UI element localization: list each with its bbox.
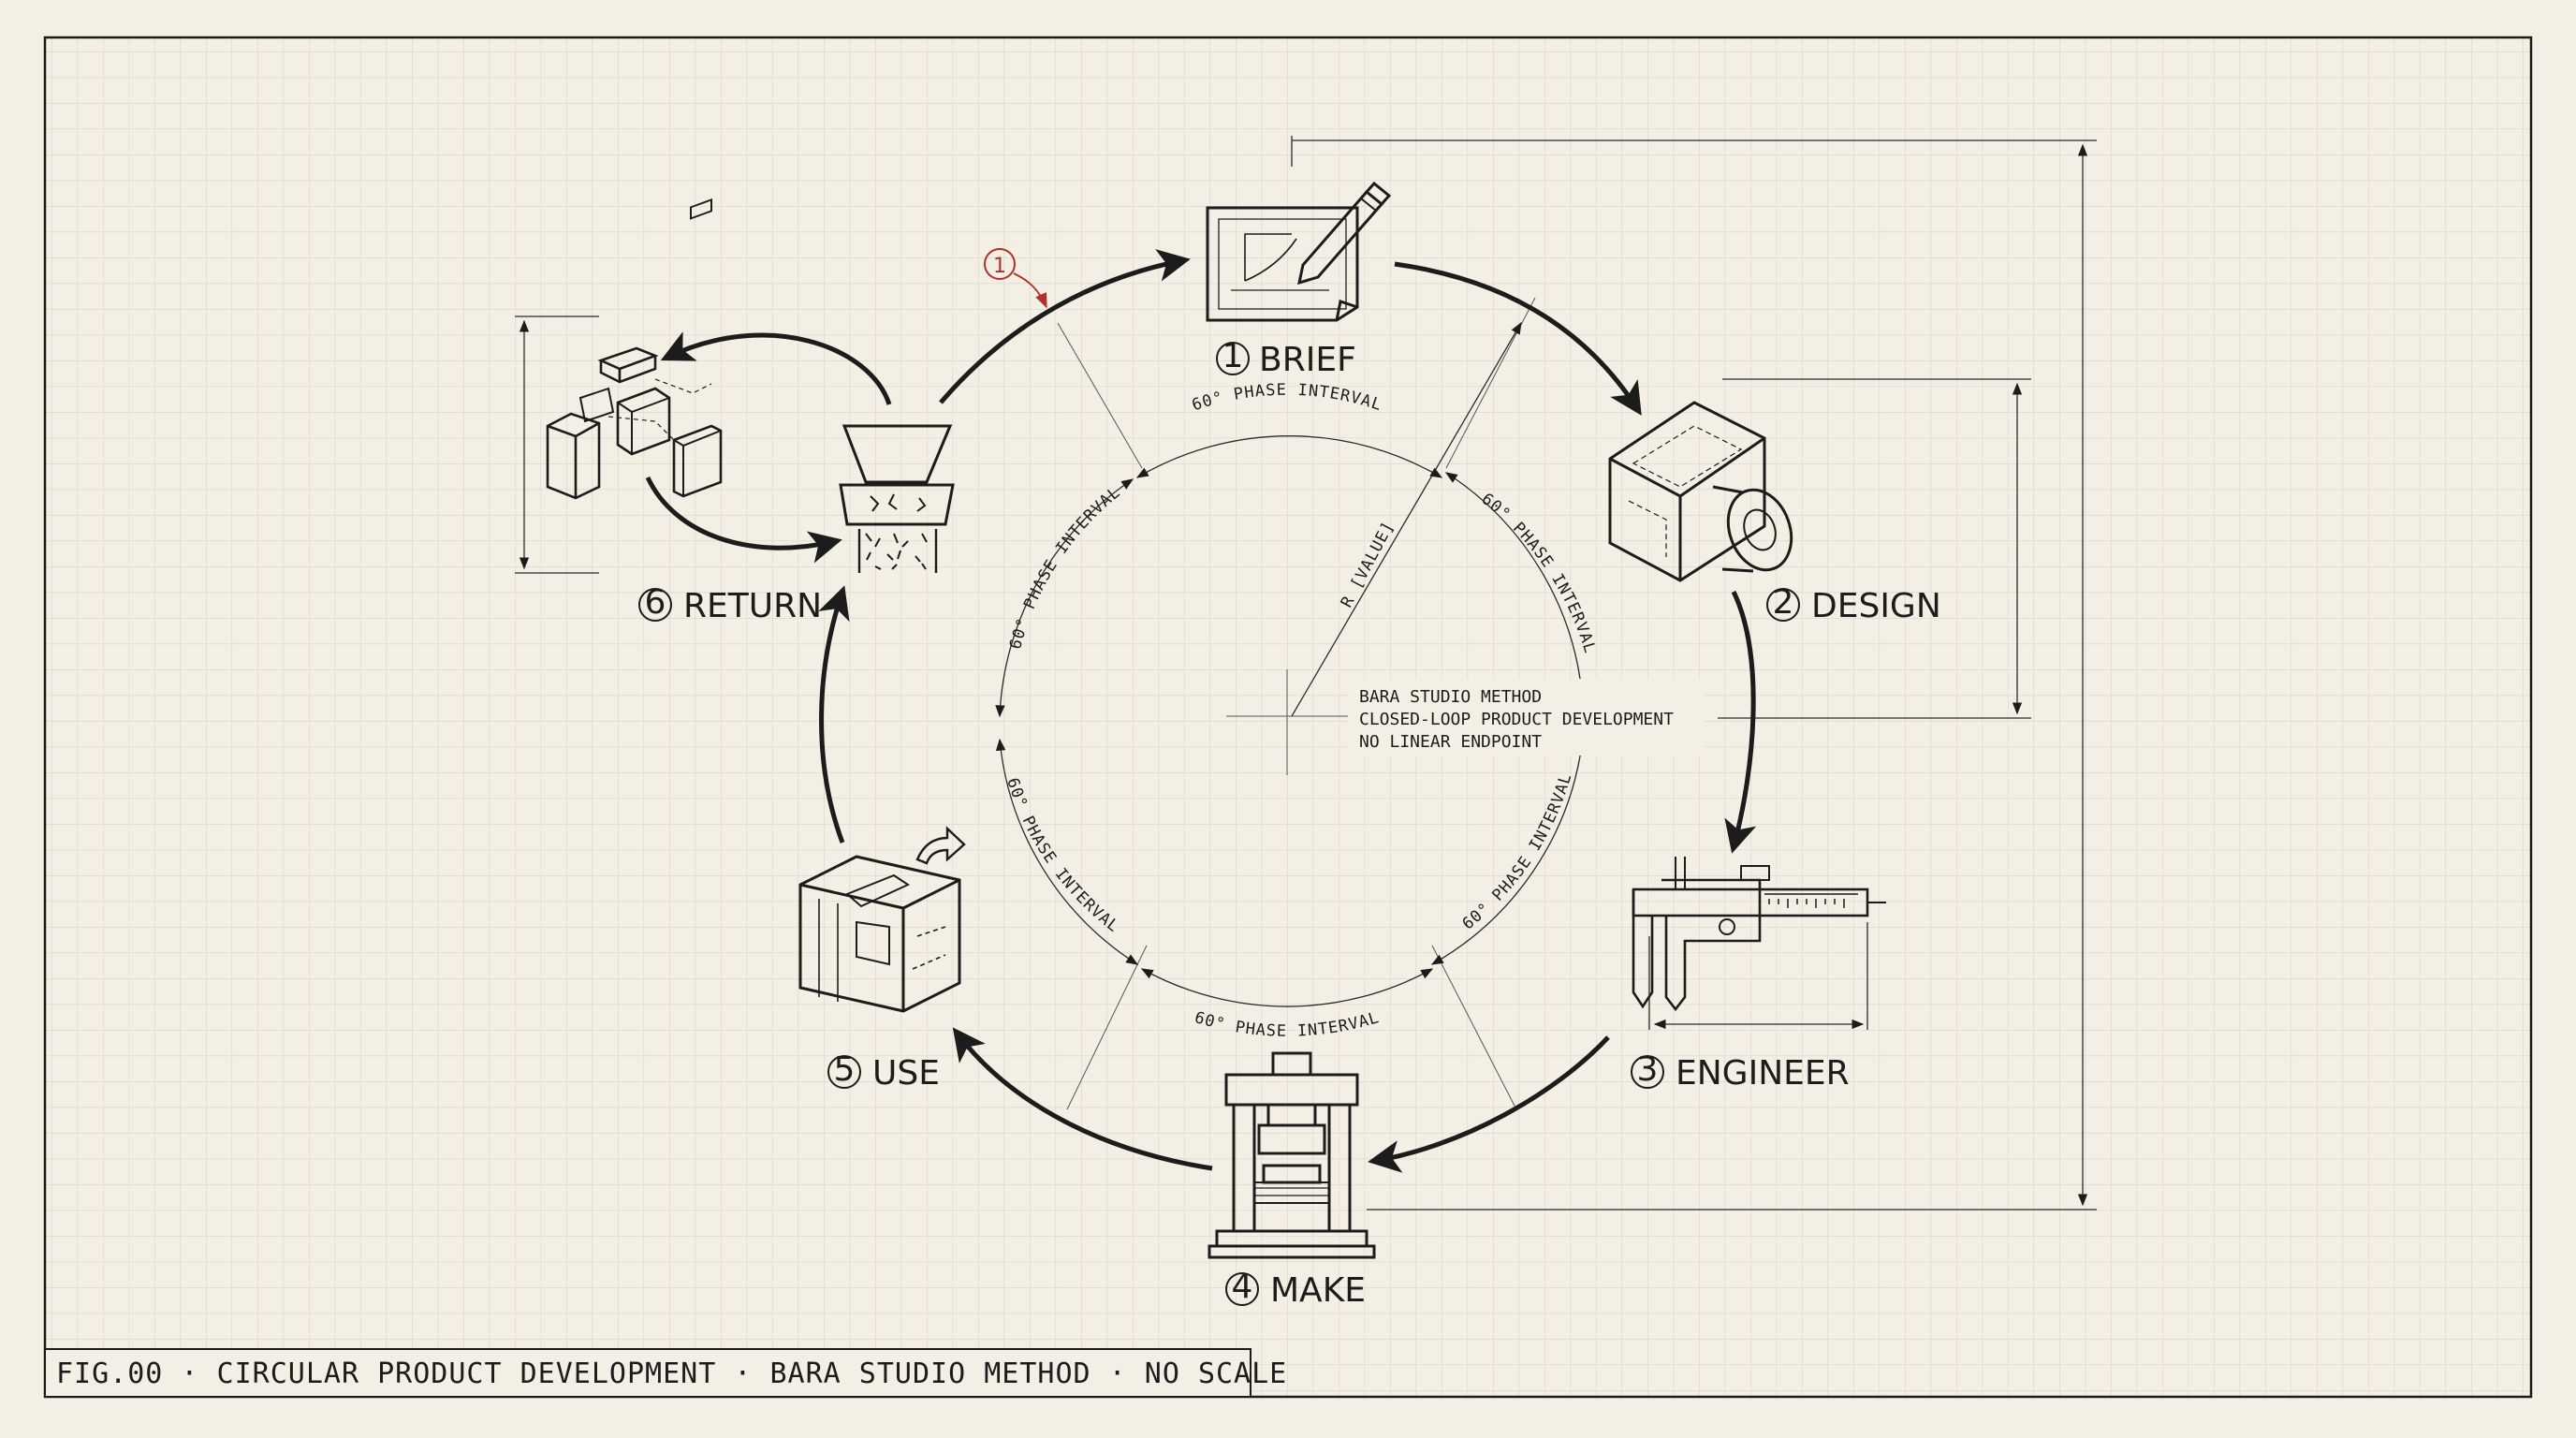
phase-number-1: 1 xyxy=(1222,337,1244,375)
callout-marker: 1 xyxy=(984,248,1047,309)
shredder-hopper-icon xyxy=(839,424,955,573)
sheet-border xyxy=(43,36,2533,1399)
cycle-arrows xyxy=(645,249,1757,1173)
center-note: BARA STUDIO METHOD CLOSED-LOOP PRODUCT D… xyxy=(1348,679,1704,756)
phase-number-3: 3 xyxy=(1637,1050,1659,1089)
product-in-use-icon xyxy=(798,826,966,1013)
phase-label-return: 6 RETURN xyxy=(638,583,822,625)
phase-label-use: 5 USE xyxy=(827,1050,940,1093)
phase-label-engineer: 3 ENGINEER xyxy=(1631,1050,1850,1093)
drafting-sheet-pencil-icon xyxy=(1206,181,1392,322)
phase-label-design: 2 DESIGN xyxy=(1766,583,1941,625)
phase-label-make: 4 MAKE xyxy=(1225,1268,1366,1310)
center-note-line-1: BARA STUDIO METHOD xyxy=(1359,687,1542,707)
callout-number: 1 xyxy=(993,255,1006,278)
phase-name-design: DESIGN xyxy=(1811,587,1941,625)
phase-name-make: MAKE xyxy=(1270,1271,1366,1310)
exploded-parts-icon xyxy=(546,198,723,500)
phase-name-brief: BRIEF xyxy=(1259,341,1356,379)
isometric-cube-icon xyxy=(1608,401,1793,582)
center-note-line-3: NO LINEAR ENDPOINT xyxy=(1359,732,1542,752)
phase-name-use: USE xyxy=(872,1054,940,1093)
phase-number-5: 5 xyxy=(834,1050,856,1089)
hydraulic-press-icon xyxy=(1208,1051,1376,1259)
phase-number-2: 2 xyxy=(1773,583,1794,622)
center-note-line-2: CLOSED-LOOP PRODUCT DEVELOPMENT xyxy=(1359,710,1674,729)
overall-dimensions xyxy=(515,136,2097,1211)
phase-number-6: 6 xyxy=(645,583,666,622)
phase-number-4: 4 xyxy=(1232,1268,1253,1306)
caption-text: FIG.00 · CIRCULAR PRODUCT DEVELOPMENT · … xyxy=(56,1357,1287,1390)
phase-name-engineer: ENGINEER xyxy=(1676,1054,1850,1093)
figure-caption: FIG.00 · CIRCULAR PRODUCT DEVELOPMENT · … xyxy=(44,1348,1287,1398)
phase-labels: 1 BRIEF 2 DESIGN 3 ENGINEER 4 MAKE 5 USE… xyxy=(638,337,1941,1310)
phase-name-return: RETURN xyxy=(683,587,822,625)
caliper-icon xyxy=(1632,857,1886,1030)
phase-interval-arcs xyxy=(995,435,1586,1007)
phase-label-brief: 1 BRIEF xyxy=(1216,337,1356,379)
